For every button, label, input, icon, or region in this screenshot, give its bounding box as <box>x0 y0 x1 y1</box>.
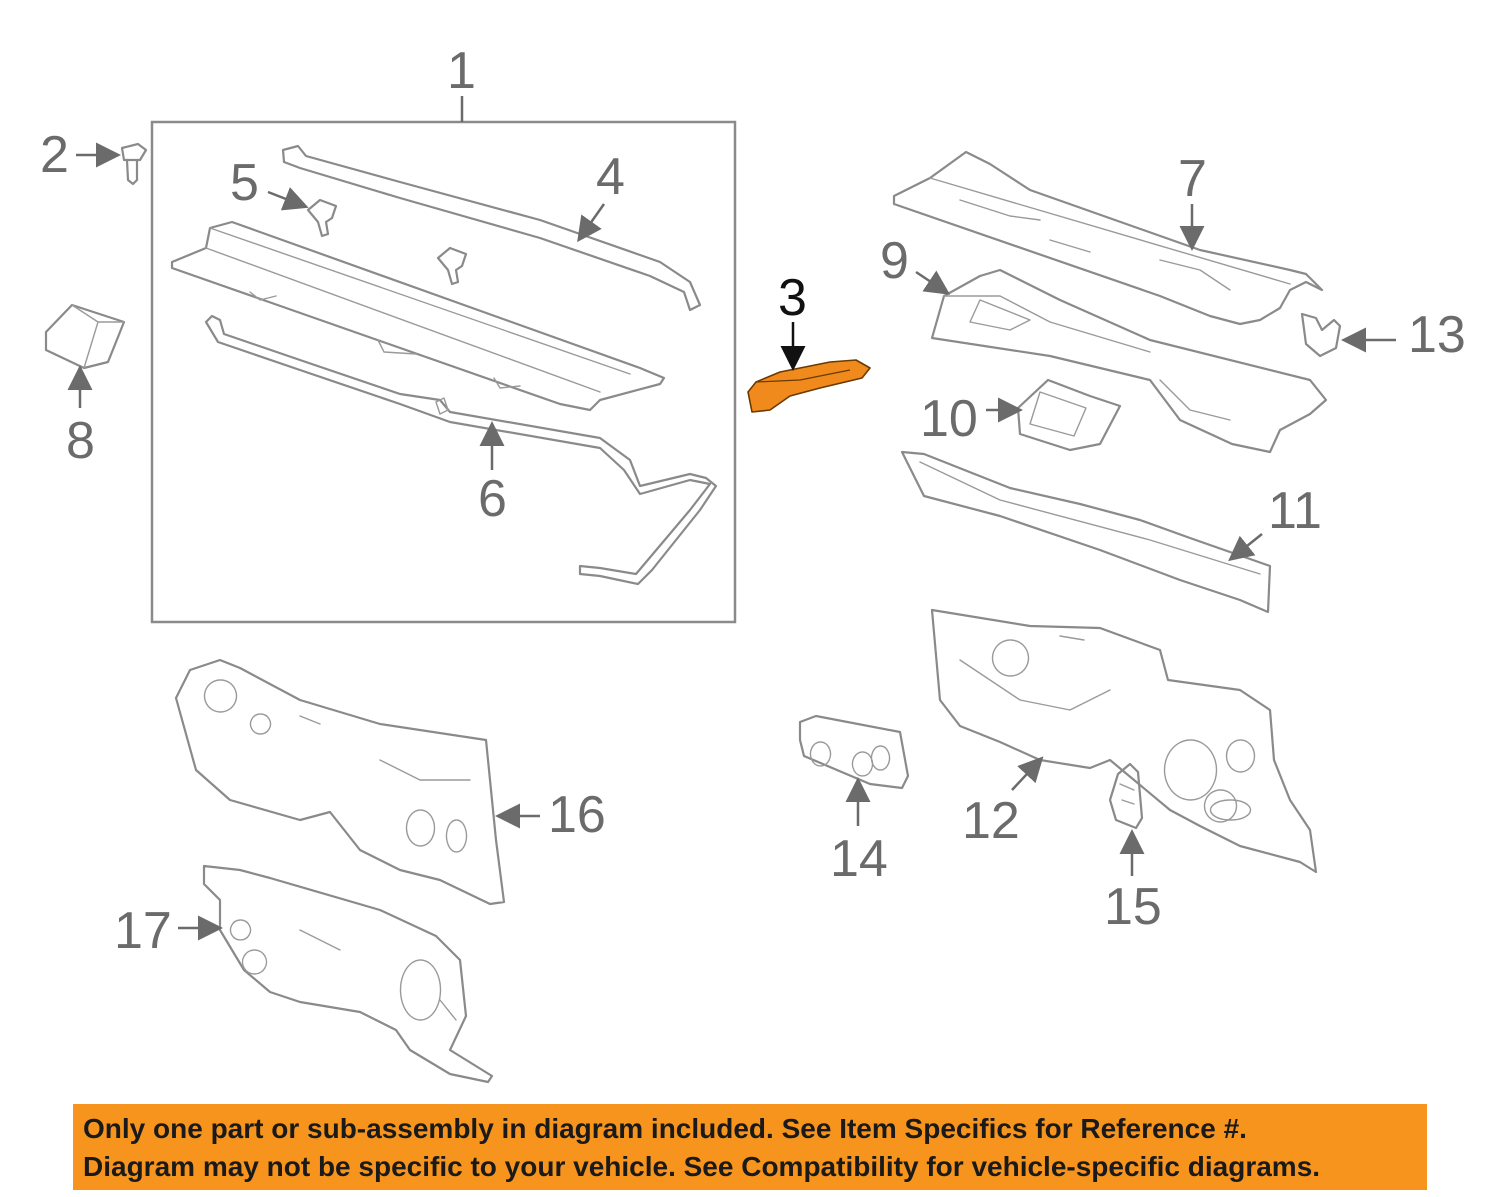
part-15-reinforcement <box>1108 762 1144 830</box>
callout-3: 3 <box>778 269 807 327</box>
part-3-highlighted <box>747 359 871 413</box>
callout-15: 15 <box>1104 878 1162 936</box>
callout-16: 16 <box>548 786 606 844</box>
notice-banner: Only one part or sub-assembly in diagram… <box>73 1104 1427 1190</box>
callout-5: 5 <box>230 154 259 212</box>
callout-2: 2 <box>40 126 69 184</box>
part-17-insulator <box>202 864 494 1084</box>
part-11-reinforcement <box>900 450 1272 614</box>
callout-4: 4 <box>596 148 625 206</box>
part-9-plenum <box>930 268 1328 454</box>
callout-8: 8 <box>66 412 95 470</box>
callout-10: 10 <box>920 390 978 448</box>
notice-line-1: Only one part or sub-assembly in diagram… <box>83 1113 1247 1144</box>
notice-line-2: Diagram may not be specific to your vehi… <box>83 1151 1321 1182</box>
part-7-cowl-panel <box>892 150 1324 326</box>
callout-12-arrow <box>1011 756 1044 791</box>
callout-1: 1 <box>447 42 476 100</box>
callout-11-arrow <box>1228 533 1263 562</box>
part-8-cap <box>44 303 126 370</box>
callout-7: 7 <box>1178 150 1207 208</box>
callout-12: 12 <box>962 792 1020 850</box>
callout-14: 14 <box>830 830 888 888</box>
callout-4-arrow <box>577 203 606 243</box>
part-14-brace <box>798 714 910 790</box>
part-5-clips <box>306 198 468 286</box>
part-6-washer-hose <box>204 314 718 586</box>
callout-6: 6 <box>478 470 507 528</box>
part-13-bracket <box>1300 312 1342 358</box>
callout-17: 17 <box>114 902 172 960</box>
callout-9-arrow <box>915 270 951 295</box>
part-12-dash-panel <box>930 608 1318 874</box>
callout-11: 11 <box>1268 482 1322 540</box>
part-1-cowl-grille <box>170 220 666 412</box>
callout-5-arrow <box>267 187 309 211</box>
part-2-clip <box>120 142 148 186</box>
assembly-box <box>150 120 737 624</box>
part-16-insulator <box>174 658 506 906</box>
callout-9: 9 <box>880 232 909 290</box>
part-10-cover <box>1016 378 1122 452</box>
callout-13: 13 <box>1408 306 1466 364</box>
part-4-weatherstrip <box>281 144 702 312</box>
